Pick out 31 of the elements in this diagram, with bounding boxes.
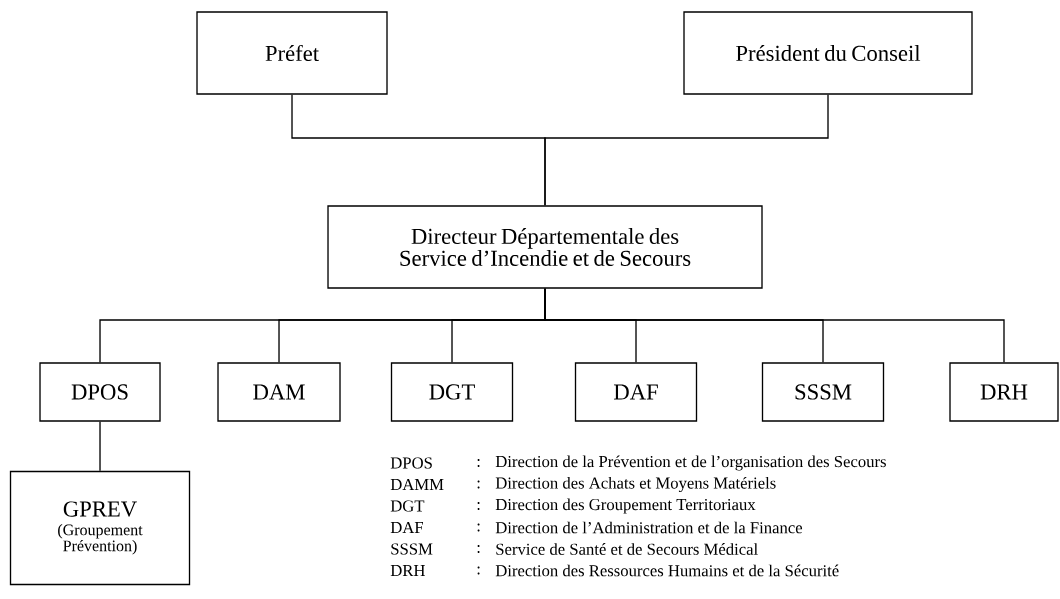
org-box: GPREV (Groupement Prévention): [9, 470, 191, 586]
legend-text: DRH: [390, 565, 425, 576]
org-box: Préfet: [196, 11, 388, 95]
legend-text: Direction des Ressources Humains et de la Sécurité: [495, 564, 839, 577]
org-box: DAF: [574, 362, 698, 422]
org-box: DRH: [949, 362, 1059, 422]
legend-text: :: [477, 480, 480, 489]
connector-line: [99, 421, 101, 472]
legend-text: SSSM: [391, 543, 433, 555]
legend-text: :: [477, 544, 480, 553]
org-box: DAM: [217, 362, 341, 422]
legend-text: Direction des Achats et Moyens Matériels: [495, 476, 776, 493]
legend-text: DAF: [390, 522, 423, 533]
connector-line: [544, 94, 829, 206]
legend-text: :: [477, 566, 480, 575]
connector-line: [544, 288, 1005, 363]
legend-text: DAMM: [390, 479, 444, 490]
legend-text: Direction des Groupement Territoriaux: [495, 498, 756, 514]
legend-text: Service de Santé et de Secours Médical: [496, 543, 758, 555]
legend-text: Direction de la Prévention et de l’organisation des Secours: [495, 455, 886, 471]
legend-text: :: [477, 501, 480, 510]
org-box: SSSM: [761, 362, 885, 422]
legend-text: DPOS: [390, 457, 432, 469]
org-box: Président du Conseil: [683, 11, 973, 95]
legend-text: :: [477, 458, 480, 467]
org-box: DGT: [390, 362, 514, 422]
legend-text: DGT: [390, 500, 425, 512]
legend-text: Direction de l’Administration et de la Finance: [495, 521, 803, 534]
org-box: Directeur Départementale des Service d’Incendie et de Secours: [327, 205, 763, 289]
legend-text: :: [477, 523, 480, 532]
org-box: DPOS: [39, 362, 161, 422]
